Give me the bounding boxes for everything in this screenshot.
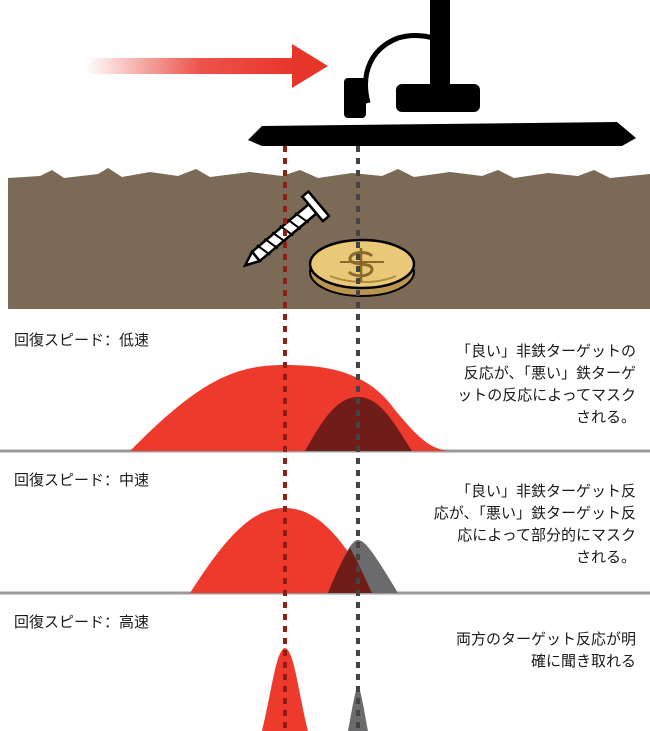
fast-recovery-signals (262, 648, 368, 731)
coin-icon (308, 238, 416, 297)
panel-description-medium: 「良い」非鉄ターゲット反 応が、「悪い」鉄ターゲット反 応によって部分的にマスク… (433, 482, 636, 566)
search-coil-icon (248, 0, 636, 146)
slow-recovery-signals (130, 365, 448, 451)
medium-recovery-signals (190, 508, 398, 593)
panel-label-medium: 回復スピード：中速 (14, 471, 150, 489)
overlap-region (328, 548, 372, 593)
panel-label-slow: 回復スピード：低速 (14, 331, 150, 349)
non-ferrous-response-curve (190, 508, 372, 593)
sweep-direction-arrow (85, 44, 328, 88)
soil-layer (8, 168, 650, 309)
ferrous-response-curve (348, 686, 368, 731)
panel-description-fast: 両方のターゲット反応が明 確に聞き取れる (455, 630, 636, 670)
panel-label-fast: 回復スピード：高速 (14, 613, 150, 631)
panel-description-slow: 「良い」非鉄ターゲットの 反応が、「悪い」鉄ターゲ ットの反応によってマスク さ… (455, 342, 636, 426)
